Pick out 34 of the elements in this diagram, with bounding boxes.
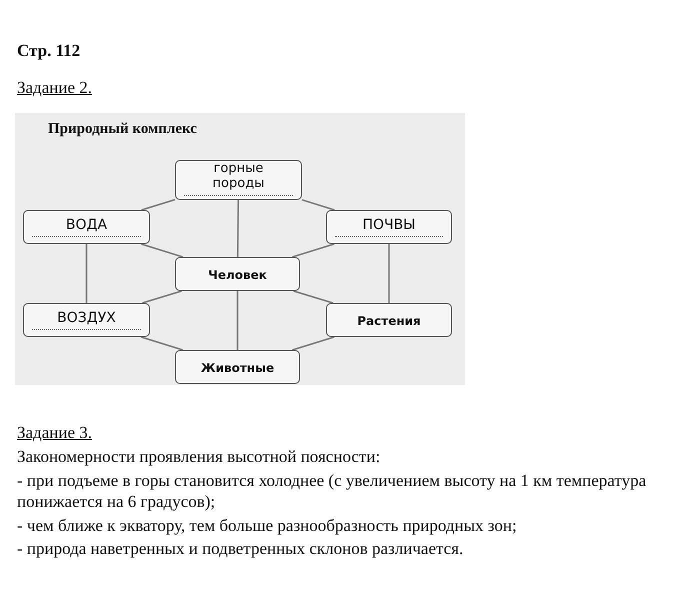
connector-line bbox=[292, 336, 334, 351]
connector-line bbox=[140, 336, 184, 351]
node-box bbox=[175, 350, 300, 384]
task-heading: Задание 2. bbox=[17, 77, 92, 98]
node-text: Человек bbox=[207, 267, 268, 283]
node-box bbox=[175, 257, 300, 291]
connector-line bbox=[236, 291, 238, 350]
connector-line bbox=[86, 244, 88, 303]
connector-line bbox=[302, 199, 335, 211]
connector-line bbox=[141, 198, 176, 211]
node-text: ВОЗДУХ bbox=[56, 310, 117, 326]
connector-line bbox=[388, 244, 390, 303]
connector-line bbox=[140, 243, 184, 258]
connector-line bbox=[236, 200, 240, 257]
text-line: - природа наветренных и подветренных склонов различается. bbox=[17, 538, 464, 559]
connector-line bbox=[142, 290, 182, 304]
connector-line bbox=[292, 243, 334, 258]
node-box bbox=[23, 210, 150, 244]
node-box bbox=[175, 160, 302, 200]
node-box bbox=[23, 303, 150, 337]
task-heading: Задание 3. bbox=[17, 422, 92, 443]
node-text: горные породы bbox=[212, 161, 266, 191]
node-text: ВОДА bbox=[64, 217, 108, 233]
page-heading: Стр. 112 bbox=[17, 40, 80, 61]
diagram-title: Природный комплекс bbox=[48, 120, 197, 139]
node-text: Растения bbox=[356, 313, 422, 329]
node-box bbox=[326, 303, 452, 337]
text-line: - при подъеме в горы становится холоднее (с увеличением высоту на 1 км температура понижается на 6 градусов); bbox=[17, 470, 648, 512]
text-line: - чем ближе к экватору, тем больше разнообразность природных зон; bbox=[17, 515, 517, 536]
node-text: ПОЧВЫ bbox=[361, 217, 417, 233]
connector-line bbox=[293, 290, 334, 304]
node-text: Животные bbox=[200, 360, 276, 376]
node-box bbox=[326, 210, 452, 244]
text-line: Закономерности проявления высотной поясности: bbox=[17, 446, 380, 467]
